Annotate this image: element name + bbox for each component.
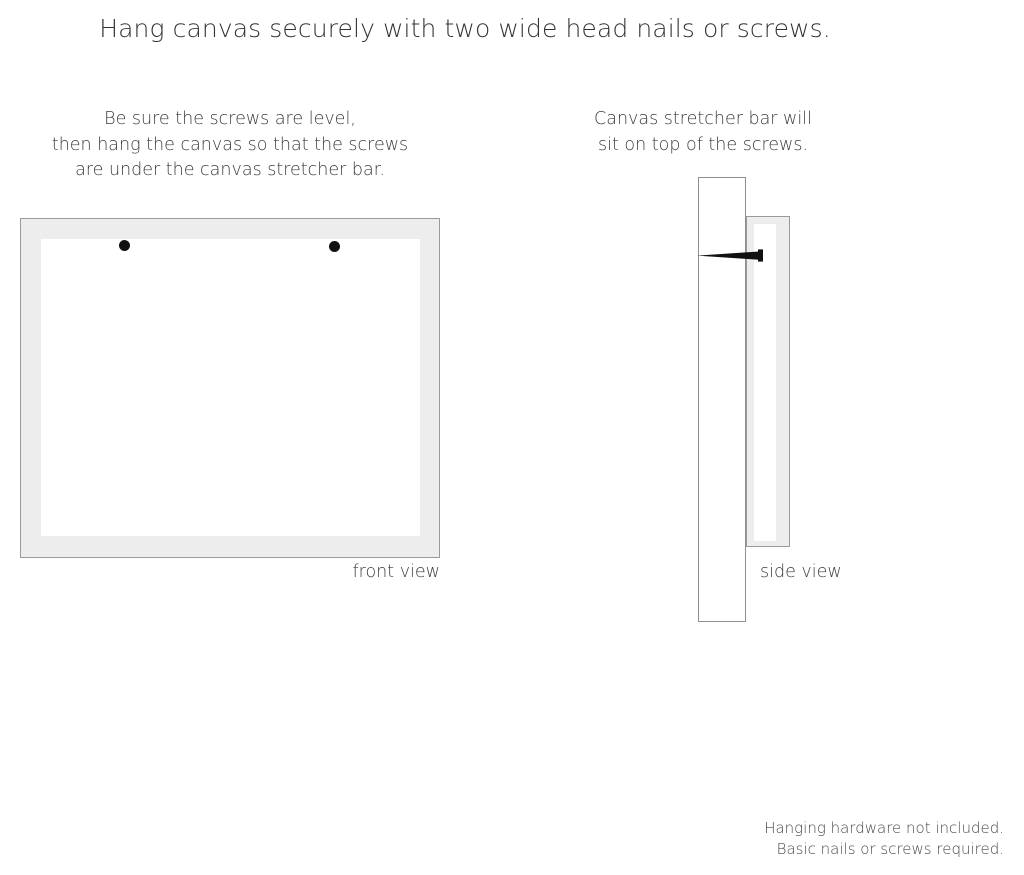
- disclaimer-line-2: Basic nails or screws required.: [776, 840, 1004, 858]
- front-view-canvas-face: [41, 239, 420, 536]
- side-view-caption-line-1: Canvas stretcher bar will: [594, 109, 812, 129]
- front-view-caption-line-3: are under the canvas stretcher bar.: [75, 160, 385, 180]
- side-view-caption: Canvas stretcher bar will sit on top of …: [563, 107, 843, 158]
- side-view-screw-icon: [697, 249, 763, 262]
- front-view-caption-line-1: Be sure the screws are level,: [104, 109, 356, 129]
- side-view-wall: [698, 177, 746, 622]
- page-title: Hang canvas securely with two wide head …: [99, 14, 831, 43]
- front-view-caption-line-2: then hang the canvas so that the screws: [51, 134, 409, 155]
- front-view-label: front view: [352, 562, 441, 582]
- front-view-caption: Be sure the screws are level, then hang …: [20, 107, 440, 184]
- side-view-caption-line-2: sit on top of the screws.: [597, 134, 809, 155]
- disclaimer-line-1: Hanging hardware not included.: [764, 819, 1004, 837]
- side-view-stretcher-bar-inner-face: [754, 224, 776, 541]
- front-view-right-screw-icon: [329, 241, 340, 252]
- disclaimer-note: Hanging hardware not included. Basic nai…: [604, 818, 1004, 860]
- side-view-stretcher-bar: [746, 216, 790, 547]
- front-view-canvas-frame: [20, 218, 440, 558]
- front-view-left-screw-icon: [119, 240, 130, 251]
- side-view-label: side view: [760, 562, 842, 582]
